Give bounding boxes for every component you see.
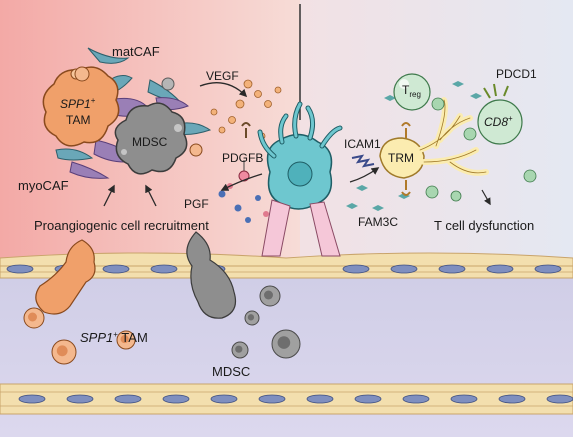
endothelial-nucleus [342,264,370,274]
mdsc-cell-top [114,102,188,175]
label-fam3c: FAM3C [358,215,398,229]
endothelial-nucleus [150,264,178,274]
endothelial-nucleus [306,394,334,404]
label-cd8: CD8+ [484,114,513,129]
endothelial-nucleus [486,264,514,274]
endothelial-nucleus [354,394,382,404]
label-pdgfb: PDGFB [222,151,263,165]
small-t-cells [425,97,537,202]
endothelial-nucleus [210,394,238,404]
cell-nucleus [235,345,243,353]
icam1-receptor [351,154,375,168]
label-t-dysfunction: T cell dysfunction [434,218,534,233]
cell-nucleus [247,314,255,321]
endothelial-nucleus [258,394,286,404]
fam3c-molecules [346,81,482,211]
label-pdcd1: PDCD1 [496,67,537,81]
right-panel-background [300,0,573,262]
extravasating-tam [35,239,96,315]
label-pgf: PGF [184,197,209,211]
endothelial-nucleus [114,394,142,404]
cell-nucleus [56,345,68,357]
cell-nucleus [28,312,37,322]
endothelial-nucleus [6,264,34,274]
cell-nucleus [277,336,291,349]
endothelial-nucleus [18,394,46,404]
label-recruitment: Proangiogenic cell recruitment [34,218,209,233]
trm-cell [379,97,489,196]
endothelial-nucleus [450,394,478,404]
pericyte-cell [257,101,343,257]
label-myocaf: myoCAF [18,178,69,193]
endothelial-nuclei-lower [18,394,573,404]
lower-endothelium [0,383,573,415]
endothelial-nucleus [102,264,130,274]
label-spp1-tam-top-word: TAM [66,113,90,127]
label-mdsc-top: MDSC [132,135,168,149]
label-trm: TRM [388,151,414,165]
endothelial-nucleus [438,264,466,274]
endothelial-nucleus [402,394,430,404]
label-treg: Treg [402,83,421,99]
endothelial-nucleus [66,394,94,404]
label-spp1-tam-bottom: SPP1+ TAM [80,330,148,345]
circulating-cells [23,285,301,365]
endothelial-nucleus [162,394,190,404]
vegf-molecules [210,79,282,140]
endothelial-nucleus [534,264,562,274]
label-icam1: ICAM1 [344,137,381,151]
pgf-molecules [218,183,269,223]
treg-cell [393,73,431,111]
extravasating-mdsc [186,231,237,319]
arrow-icon [103,82,380,207]
label-vegf: VEGF [206,69,239,83]
cd8-cell [477,83,523,145]
pdgfb-molecule [238,160,250,182]
endothelial-nucleus [498,394,526,404]
cell-nucleus [120,335,129,344]
endothelial-nucleus [546,394,573,404]
cell-nucleus [264,290,273,300]
inhibition-icon [481,189,491,206]
label-mdsc-bottom: MDSC [212,364,250,379]
label-matcaf: matCAF [112,44,160,59]
upper-endothelium [0,252,573,279]
small-cells-left [74,66,203,157]
endothelial-nucleus [390,264,418,274]
label-spp1-tam-top: SPP1+ [60,96,96,111]
receptor-icon [241,122,251,138]
